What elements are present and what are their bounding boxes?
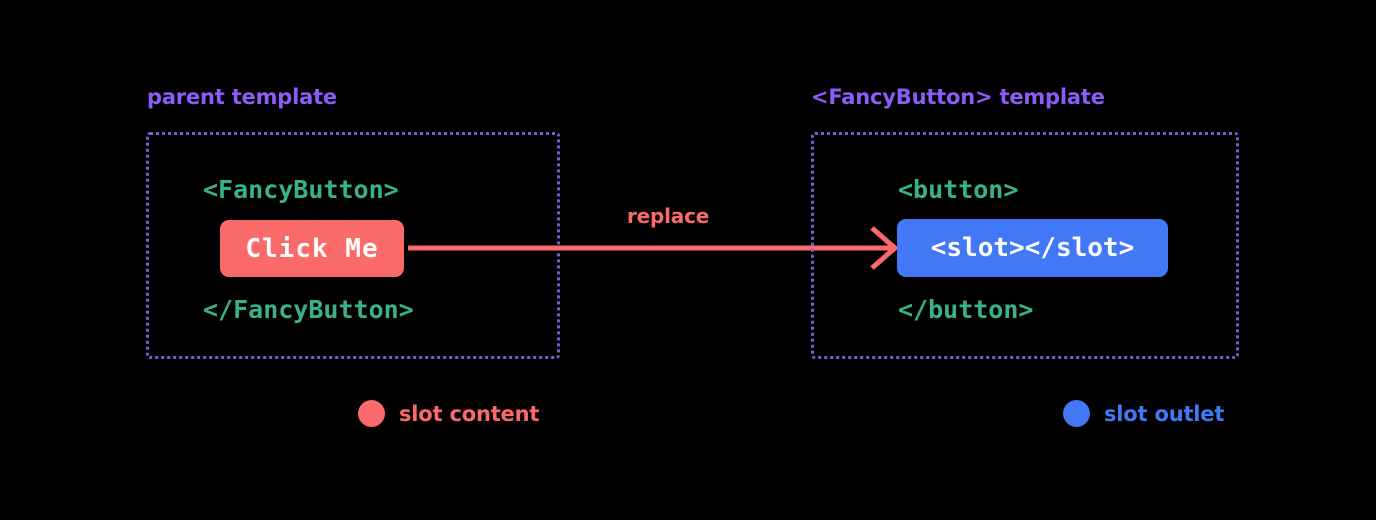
code-close-button: </button> [898, 295, 1034, 324]
code-close-fancybutton: </FancyButton> [203, 295, 414, 324]
dot-icon [358, 400, 385, 427]
dot-icon [1063, 400, 1090, 427]
legend-item-slot-content: slot content [358, 400, 539, 427]
legend-label-slot-outlet: slot outlet [1104, 401, 1225, 426]
legend-item-slot-outlet: slot outlet [1063, 400, 1224, 427]
slot-content-chip-label: Click Me [245, 233, 379, 264]
code-open-fancybutton: <FancyButton> [203, 175, 399, 204]
slot-outlet-chip-label: <slot></slot> [930, 233, 1135, 263]
slot-content-chip[interactable]: Click Me [220, 220, 404, 277]
legend-label-slot-content: slot content [399, 401, 540, 426]
replace-label: replace [627, 204, 710, 228]
code-open-button: <button> [898, 175, 1019, 204]
parent-template-heading: parent template [147, 85, 337, 109]
slot-outlet-chip[interactable]: <slot></slot> [897, 219, 1168, 277]
fancybutton-template-heading: <FancyButton> template [811, 85, 1105, 109]
fancybutton-template-box [811, 132, 1239, 359]
